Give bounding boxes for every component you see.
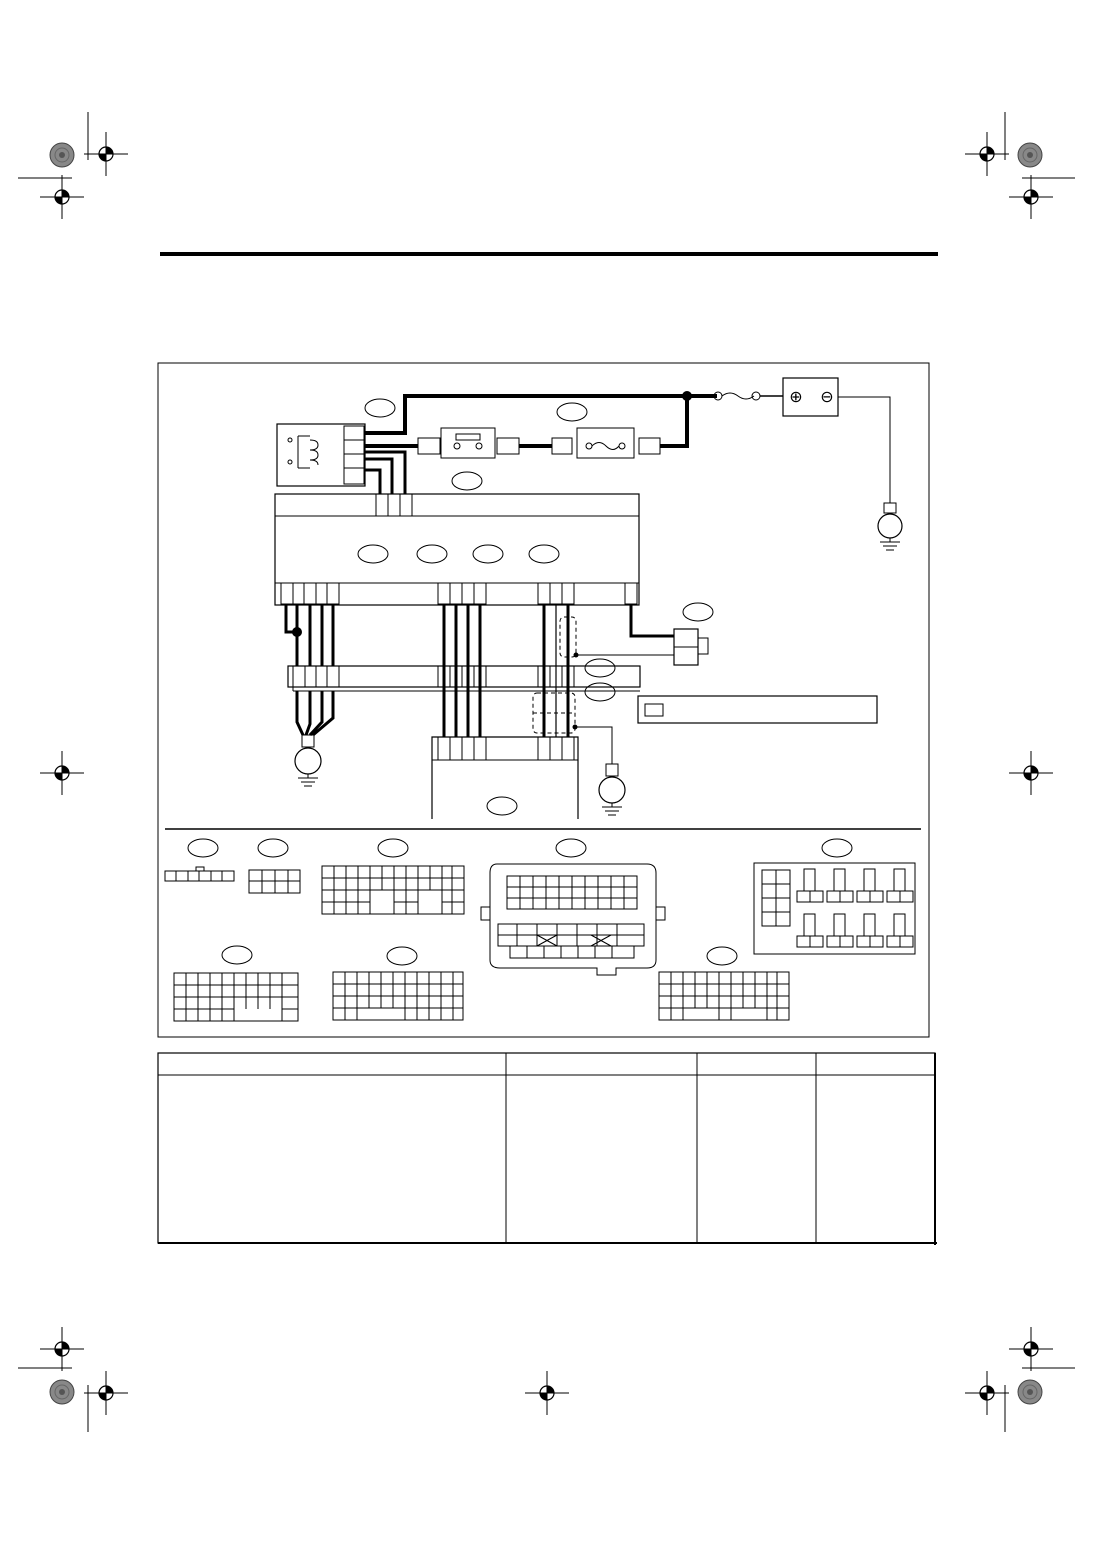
ground-symbol-icon bbox=[877, 513, 903, 551]
legend bbox=[637, 695, 878, 724]
header-rule bbox=[160, 252, 938, 256]
battery-plus: ⊕ bbox=[789, 387, 802, 406]
fuse-icon bbox=[576, 427, 635, 459]
ecm-connector-face bbox=[480, 863, 666, 976]
ground-symbol-icon bbox=[598, 776, 626, 816]
relay-coil-icon bbox=[276, 423, 366, 487]
relay-block-face bbox=[753, 862, 916, 955]
battery-minus: ⊖ bbox=[820, 387, 833, 406]
connector-face-grid bbox=[173, 865, 790, 1022]
ground-symbol-icon bbox=[294, 747, 322, 787]
